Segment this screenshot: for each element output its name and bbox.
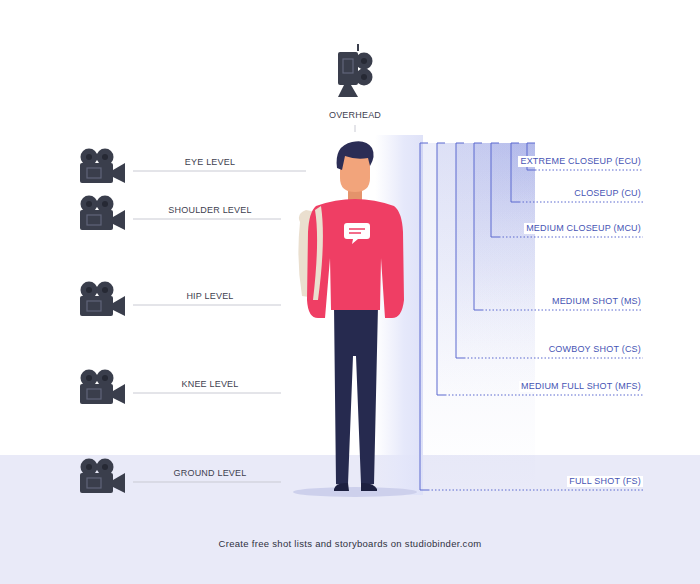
shot-size-label: MEDIUM CLOSEUP (MCU) <box>524 223 643 234</box>
camera-height-label: EYE LEVEL <box>185 157 235 168</box>
camera-height-label: SHOULDER LEVEL <box>168 205 251 216</box>
shot-size-label: COWBOY SHOT (CS) <box>547 344 643 355</box>
light-column <box>375 135 423 495</box>
caption: Create free shot lists and storyboards o… <box>219 538 482 549</box>
shot-size-label: FULL SHOT (FS) <box>567 476 643 487</box>
shot-size-label: MEDIUM FULL SHOT (MFS) <box>519 381 643 392</box>
shot-size-label: MEDIUM SHOT (MS) <box>550 296 643 307</box>
shot-shading <box>420 143 535 490</box>
shot-size-label: EXTREME CLOSEUP (ECU) <box>518 156 643 167</box>
shot-brackets <box>420 143 643 490</box>
overhead-label: OVERHEAD <box>329 110 381 121</box>
camera-height-label: HIP LEVEL <box>186 291 233 302</box>
camera-height-label: KNEE LEVEL <box>181 379 238 390</box>
camera-height-label: GROUND LEVEL <box>174 468 247 479</box>
shot-size-label: CLOSEUP (CU) <box>572 188 643 199</box>
ground-band <box>0 455 700 584</box>
person-figure <box>293 141 417 497</box>
